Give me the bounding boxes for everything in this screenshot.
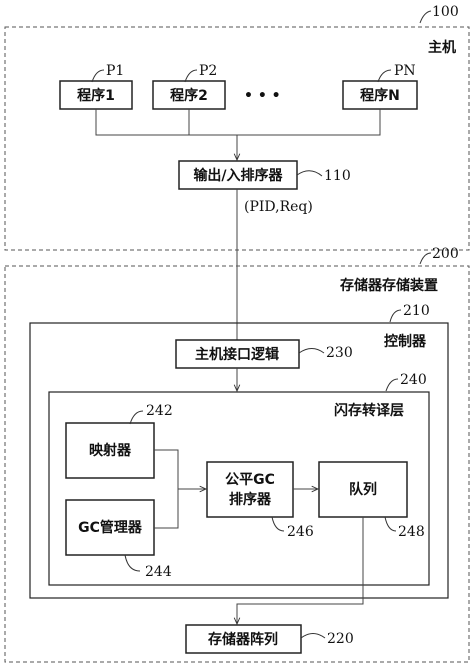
host-ref-leader [419, 10, 432, 24]
program-n-label: 程序N [360, 87, 400, 104]
ftl-frame [48, 391, 430, 586]
gc-manager-ref: 244 [145, 564, 172, 580]
memory-array-ref: 220 [327, 631, 354, 647]
fair-gc-sorter-line1: 公平GC [225, 472, 275, 488]
program-1-label: 程序1 [77, 87, 115, 104]
io-sorter-label: 输出/入排序器 [193, 167, 283, 184]
program-n-ref: PN [394, 63, 416, 79]
io-sorter-ref: 110 [324, 168, 351, 184]
host-interface-label: 主机接口逻辑 [195, 346, 279, 363]
controller-ref-leader [389, 309, 402, 323]
memory-array-box [185, 624, 302, 654]
fair-gc-sorter-line2: 排序器 [229, 491, 272, 508]
program-2-label: 程序2 [170, 87, 208, 104]
queue-label: 队列 [349, 481, 377, 498]
program-n-box [342, 80, 418, 110]
fair-gc-sorter-ref-leader [271, 516, 285, 532]
program-1-ref: P1 [106, 63, 124, 79]
queue-ref-leader [384, 516, 397, 532]
ftl-ref-leader [385, 378, 399, 392]
queue-to-memory-arrow [237, 517, 364, 624]
storage-title: 存储器存储装置 [340, 277, 438, 294]
storage-frame [4, 265, 470, 663]
fair-gc-sorter-ref: 246 [287, 524, 314, 540]
host-ref: 100 [432, 4, 459, 20]
signal-label: (PID,Req) [244, 199, 313, 215]
io-sorter-leader [296, 170, 323, 177]
mapper-label: 映射器 [89, 442, 132, 459]
memory-array-label: 存储器阵列 [208, 631, 278, 648]
gc-manager-ref-leader [124, 554, 141, 572]
controller-frame [29, 322, 449, 599]
program-bus [95, 109, 381, 136]
host-interface-ref: 230 [326, 345, 353, 361]
controller-title: 控制器 [384, 333, 427, 350]
mapper-ref-leader [129, 410, 144, 425]
ftl-title: 闪存转译层 [334, 402, 404, 419]
memory-array-leader [300, 633, 326, 639]
controller-ref: 210 [403, 303, 430, 319]
fair-gc-sorter-box [206, 461, 294, 518]
mapper-gc-bus [154, 449, 179, 529]
programs-ellipsis: • • • [244, 88, 281, 104]
program-n-leader [377, 69, 392, 83]
storage-ref-leader [419, 252, 432, 265]
program-2-leader [184, 69, 198, 83]
queue-ref: 248 [398, 524, 425, 540]
mapper-box [65, 422, 155, 479]
program-2-ref: P2 [199, 63, 217, 79]
host-interface-leader [298, 348, 325, 354]
program-1-leader [91, 69, 105, 83]
storage-ref: 200 [432, 246, 459, 262]
host-interface-box [175, 339, 300, 369]
ftl-ref: 240 [400, 372, 427, 388]
io-sorter-box [178, 160, 298, 190]
gc-manager-label: GC管理器 [78, 519, 143, 536]
mapper-ref: 242 [146, 403, 173, 419]
host-title: 主机 [428, 39, 456, 56]
